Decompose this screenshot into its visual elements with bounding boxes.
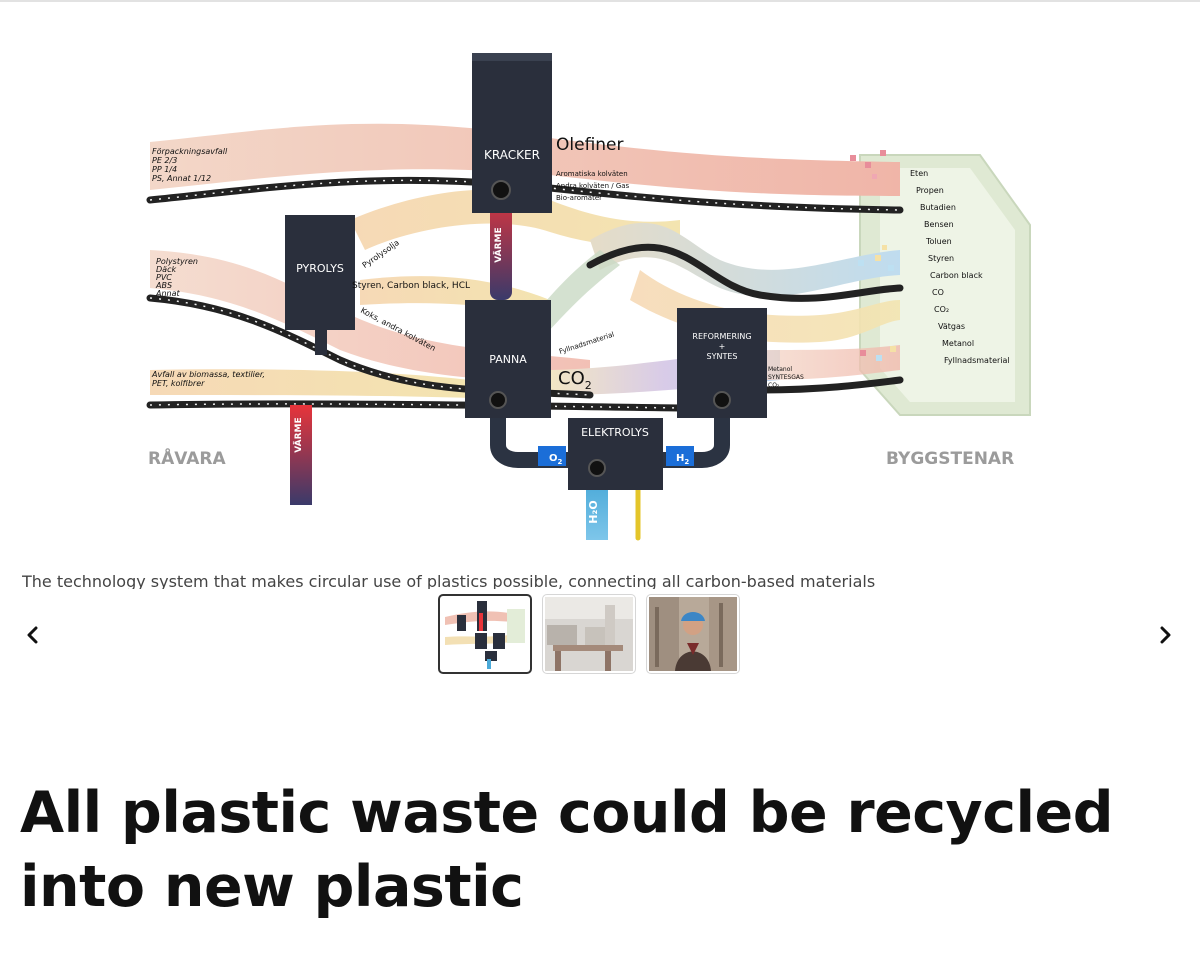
input-labels: Förpackningsavfall PE 2/3 PP 1/4 PS, Ann… [151, 147, 265, 388]
gallery-prev-button[interactable] [18, 620, 48, 650]
laboratory-thumbnail-image [545, 597, 633, 671]
svg-text:Andra kolväten / Gas: Andra kolväten / Gas [556, 182, 630, 190]
gallery-next-button[interactable] [1150, 620, 1180, 650]
svg-text:SYNTES: SYNTES [707, 352, 738, 361]
svg-text:Propen: Propen [916, 186, 944, 195]
svg-text:PP 1/4: PP 1/4 [152, 165, 177, 174]
pyrolys-box: PYROLYS [285, 215, 355, 355]
svg-text:PVC: PVC [156, 273, 172, 282]
svg-text:Fyllnadsmaterial: Fyllnadsmaterial [558, 331, 615, 356]
top-border [0, 0, 1200, 2]
svg-text:PYROLYS: PYROLYS [296, 262, 344, 275]
thumbnail-researcher[interactable] [646, 594, 740, 674]
svg-text:KRACKER: KRACKER [484, 148, 540, 162]
svg-text:CO: CO [932, 288, 944, 297]
svg-text:PE 2/3: PE 2/3 [152, 156, 177, 165]
svg-text:PET, kolfibrer: PET, kolfibrer [152, 379, 205, 388]
output-labels: Eten Propen Butadien Bensen Toluen Styre… [910, 169, 1010, 365]
svg-text:Styren, Carbon black, HCL: Styren, Carbon black, HCL [352, 281, 470, 291]
svg-text:Toluen: Toluen [925, 237, 952, 246]
chevron-left-icon [27, 626, 38, 644]
svg-text:Förpackningsavfall: Förpackningsavfall [152, 147, 228, 156]
svg-text:Bensen: Bensen [924, 220, 954, 229]
heat-pipes: VÄRME VÄRME [290, 185, 512, 505]
svg-text:Bio-aromater: Bio-aromater [556, 194, 602, 202]
svg-text:REFORMERING: REFORMERING [692, 332, 751, 341]
section-label-byggstenar: BYGGSTENAR [886, 449, 1014, 469]
co2-label: CO2 [558, 368, 592, 392]
svg-text:VÄRME: VÄRME [493, 227, 504, 262]
chevron-right-icon [1160, 626, 1171, 644]
svg-text:Carbon black: Carbon black [930, 271, 983, 280]
image-caption: The technology system that makes circula… [22, 572, 876, 589]
gallery-thumbnails [438, 594, 740, 674]
svg-text:PS, Annat 1/12: PS, Annat 1/12 [152, 174, 211, 183]
svg-text:Däck: Däck [156, 265, 176, 274]
svg-text:VÄRME: VÄRME [293, 417, 304, 452]
svg-text:Polystyren: Polystyren [156, 257, 198, 266]
section-label-ravara: RÅVARA [148, 446, 226, 469]
svg-text:Butadien: Butadien [920, 203, 956, 212]
thumbnail-laboratory[interactable] [542, 594, 636, 674]
svg-text:ABS: ABS [155, 281, 172, 290]
svg-text:ELEKTROLYS: ELEKTROLYS [581, 426, 649, 439]
svg-text:CO₂: CO₂ [934, 305, 949, 314]
svg-text:Aromatiska kolväten: Aromatiska kolväten [556, 170, 628, 178]
svg-text:Styren: Styren [928, 254, 954, 263]
svg-text:SYNTESGAS: SYNTESGAS [768, 374, 804, 381]
diagram-thumbnail-image [441, 597, 529, 671]
researcher-thumbnail-image [649, 597, 737, 671]
thumbnail-diagram[interactable] [438, 594, 532, 674]
product-blocks [850, 150, 896, 361]
reformering-syntes-box: REFORMERING + SYNTES [677, 308, 767, 418]
svg-text:Eten: Eten [910, 169, 928, 178]
svg-text:O2: O2 [549, 453, 563, 466]
svg-text:Fyllnadsmaterial: Fyllnadsmaterial [944, 356, 1010, 365]
kracker-box: KRACKER [472, 53, 552, 213]
panna-box: PANNA [465, 300, 551, 418]
article-title: All plastic waste could be recycled into… [20, 780, 1114, 920]
svg-text:Vätgas: Vätgas [938, 322, 965, 331]
elektrolys-box: ELEKTROLYS [568, 418, 663, 490]
svg-text:Metanol: Metanol [768, 366, 792, 373]
carbon-technology-diagram: VÄRME VÄRME O2 H2 H₂O ⚡ KRACKER PYROLYS … [146, 53, 1031, 541]
svg-text:Annat: Annat [155, 289, 181, 298]
svg-text:+: + [719, 342, 726, 351]
output-tray [859, 154, 1031, 416]
olefiner-label: Olefiner [556, 135, 624, 155]
electrolysis-pipes [490, 394, 730, 541]
svg-text:H₂O: H₂O [587, 500, 600, 523]
svg-text:Avfall av biomassa, textilier,: Avfall av biomassa, textilier, [151, 370, 265, 379]
svg-text:Metanol: Metanol [942, 339, 974, 348]
svg-text:CO₂: CO₂ [768, 382, 780, 389]
svg-text:PANNA: PANNA [489, 353, 527, 366]
svg-text:H2: H2 [676, 453, 689, 466]
